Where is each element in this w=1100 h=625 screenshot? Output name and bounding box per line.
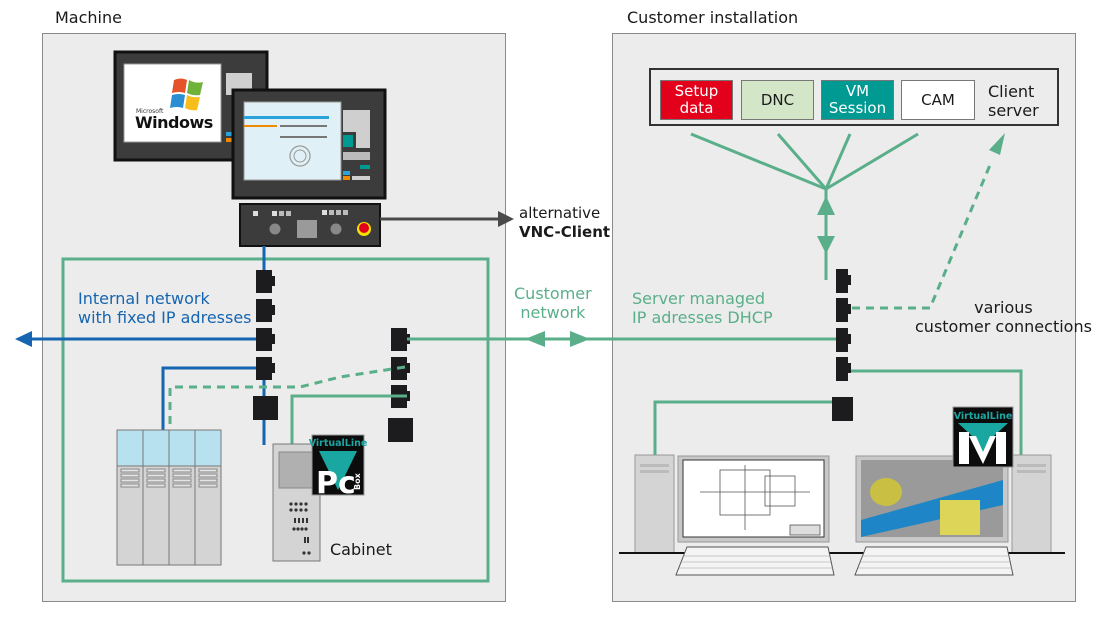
pcbox-title: VirtualLine: [309, 438, 368, 449]
pcbox-sub: Box: [353, 472, 362, 490]
customer-network-arrow-right: [570, 331, 590, 347]
keyboard-left-icon: [675, 546, 835, 576]
customer-switch: [832, 269, 853, 421]
internal-network-lines: [30, 246, 266, 445]
drive-modules-icon: [116, 429, 222, 566]
customer-network-arrow-left: [525, 331, 545, 347]
machine-switch-right: [388, 328, 413, 442]
virtualline-vm-logo: VirtualLine: [952, 406, 1014, 468]
service-cam[interactable]: CAM: [901, 80, 975, 120]
cam-workstation-icon: [634, 454, 830, 554]
machine-control-panel-icon: [239, 203, 381, 247]
sinumerik-panel-icon: [231, 88, 387, 200]
machine-title: Machine: [55, 8, 122, 27]
vm-workstation-icon: [855, 454, 1052, 554]
internal-network-arrow: [15, 331, 32, 347]
virtualline-pcbox-logo: VirtualLine Pc Box: [309, 434, 368, 501]
machine-customer-network-loop: [61, 257, 490, 583]
customer-installation-title: Customer installation: [627, 8, 799, 27]
various-connections-arrow: [989, 133, 1005, 155]
windows-brand-small: Microsoft: [136, 108, 164, 115]
pcbox-letters: Pc: [316, 466, 356, 501]
service-dnc[interactable]: DNC: [741, 80, 814, 120]
server-link-arrow-down: [817, 236, 835, 254]
keyboard-right-icon: [854, 546, 1014, 576]
cabinet-label: Cabinet: [330, 540, 392, 559]
vm-badge-title: VirtualLine: [954, 411, 1013, 422]
windows-logo-icon: [170, 78, 203, 111]
windows-brand: Windows: [135, 113, 213, 132]
machine-switch-left: [253, 270, 278, 420]
server-link-arrow-up: [817, 196, 835, 215]
